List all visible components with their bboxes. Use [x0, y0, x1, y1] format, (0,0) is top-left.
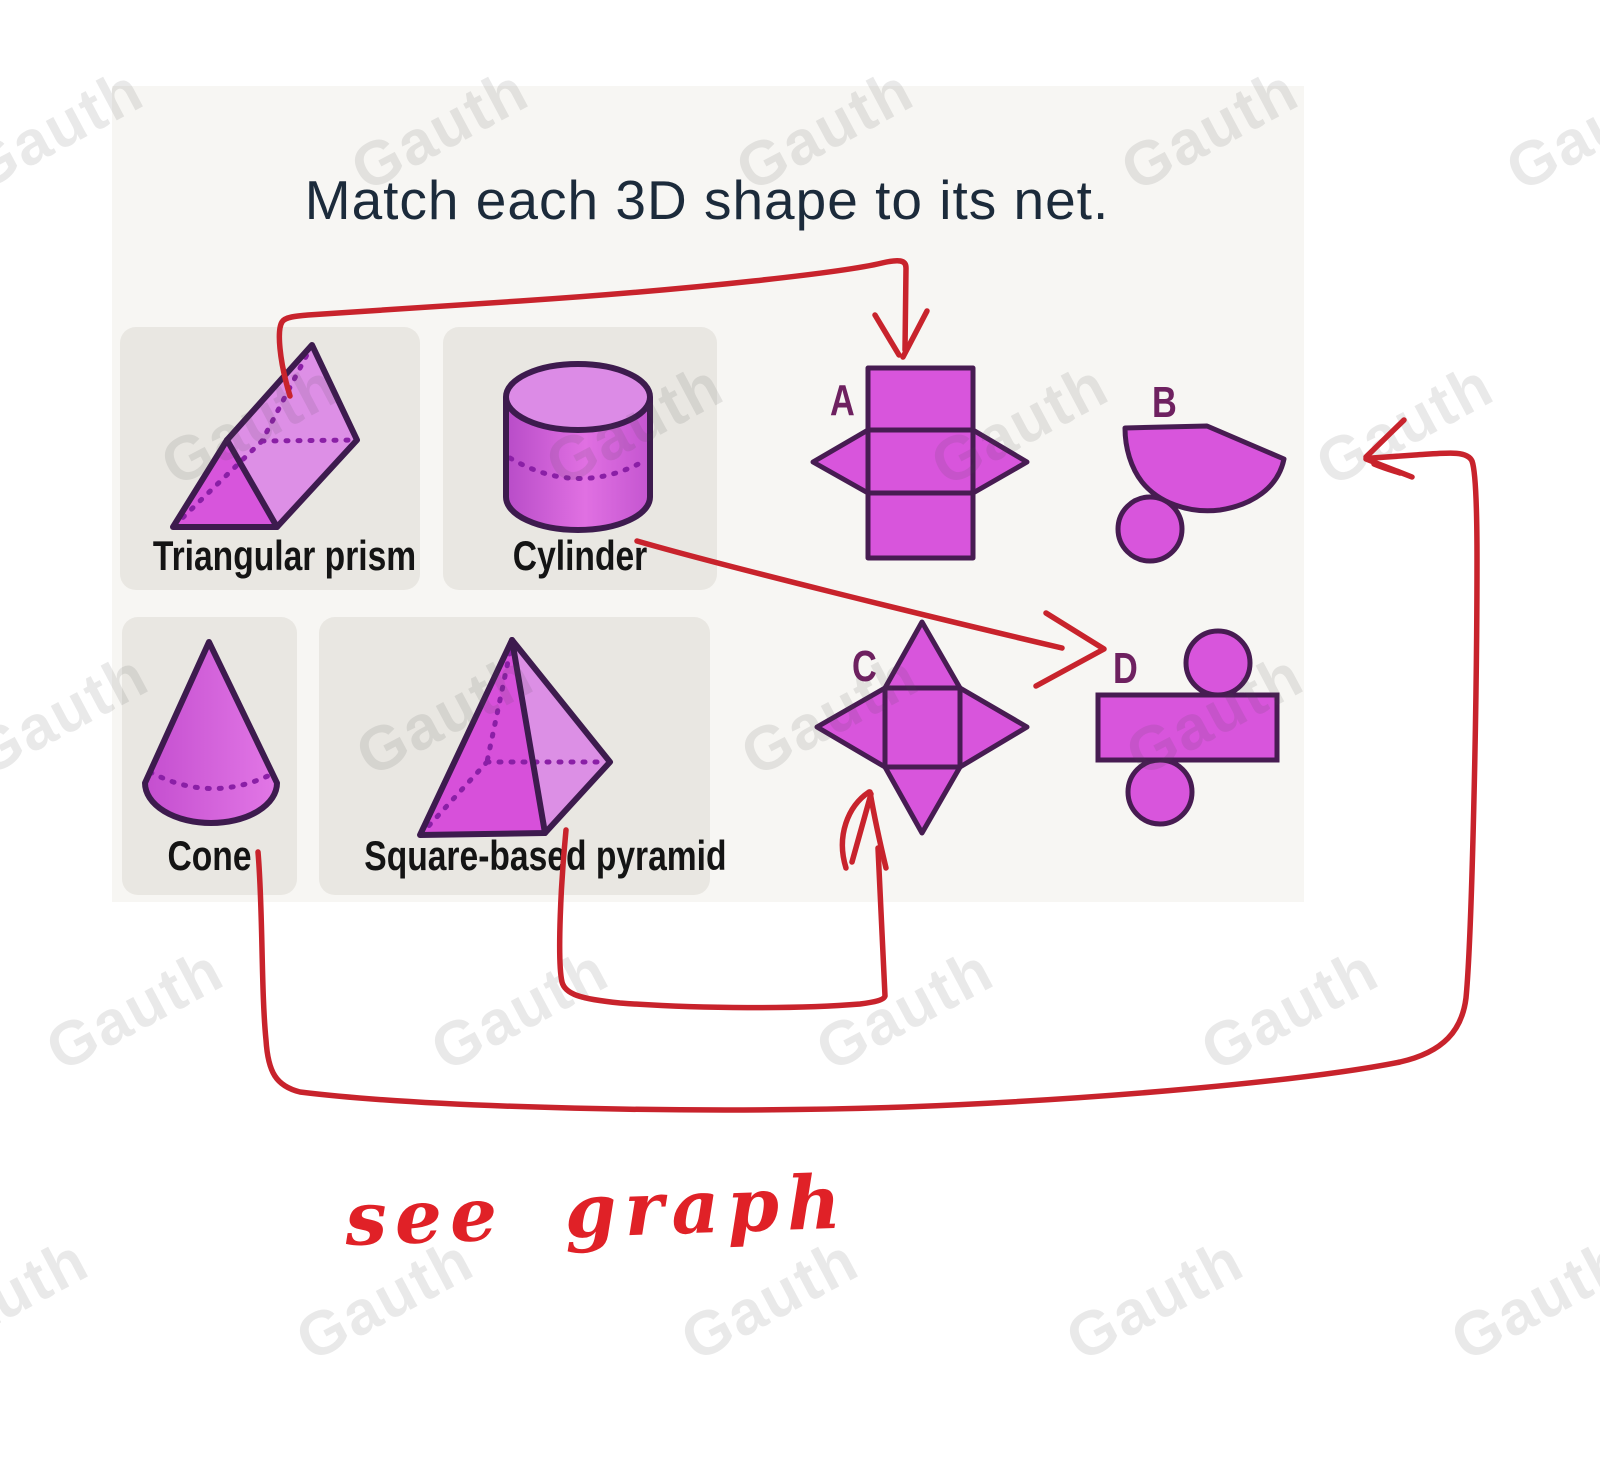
gauth-watermark: Gauth	[805, 935, 1005, 1085]
gauth-watermark: Gauth	[1055, 1225, 1255, 1375]
gauth-watermark: Gauth	[35, 935, 235, 1085]
gauth-watermark: Gauth	[1440, 1225, 1600, 1375]
net-label-D: D	[1113, 644, 1138, 693]
handwritten-note: see graph	[343, 1159, 851, 1264]
gauth-watermark: Gauth	[0, 1225, 100, 1375]
gauth-watermark: Gauth	[1305, 350, 1505, 500]
label-square-based-pyramid: Square-based pyramid	[364, 832, 727, 879]
label-cylinder: Cylinder	[512, 532, 648, 579]
gauth-watermark: Gauth	[420, 935, 620, 1085]
net-label-A: A	[830, 376, 855, 425]
page-title: Match each 3D shape to its net.	[304, 169, 1110, 231]
label-cone: Cone	[167, 832, 252, 879]
gauth-watermark: Gauth	[1190, 935, 1390, 1085]
label-triangular-prism: Triangular prism	[152, 532, 417, 579]
net-label-B: B	[1152, 378, 1177, 427]
gauth-watermark: Gauth	[1495, 55, 1600, 205]
